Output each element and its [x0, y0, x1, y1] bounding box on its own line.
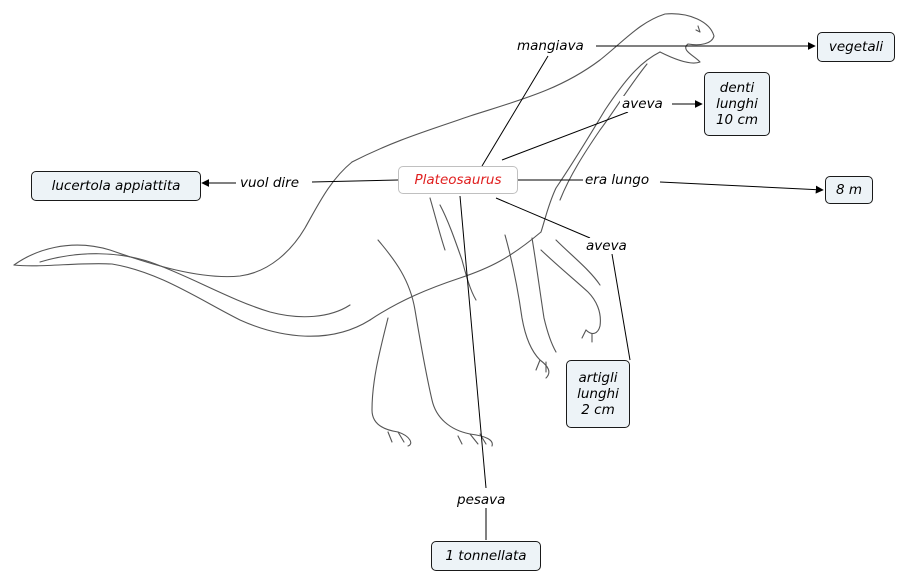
link-mangiava[interactable]: mangiava — [515, 38, 586, 54]
link-pesava[interactable]: pesava — [455, 492, 508, 508]
link-aveva-denti[interactable]: aveva — [620, 96, 665, 112]
connector-lines — [201, 42, 824, 540]
concept-denti-lunghi[interactable]: denti lunghi 10 cm — [704, 72, 770, 136]
link-era-lungo[interactable]: era lungo — [583, 172, 652, 188]
link-vuol-dire[interactable]: vuol dire — [238, 175, 302, 191]
link-aveva-artigli[interactable]: aveva — [584, 238, 629, 254]
concept-lucertola-appiattita[interactable]: lucertola appiattita — [31, 171, 201, 201]
concept-vegetali[interactable]: vegetali — [817, 32, 895, 62]
concept-artigli-lunghi[interactable]: artigli lunghi 2 cm — [566, 360, 630, 428]
concept-1-tonnellata[interactable]: 1 tonnellata — [431, 541, 541, 571]
concept-8-m[interactable]: 8 m — [825, 176, 873, 204]
concept-plateosaurus[interactable]: Plateosaurus — [398, 166, 518, 194]
dinosaur-drawing — [13, 13, 715, 447]
